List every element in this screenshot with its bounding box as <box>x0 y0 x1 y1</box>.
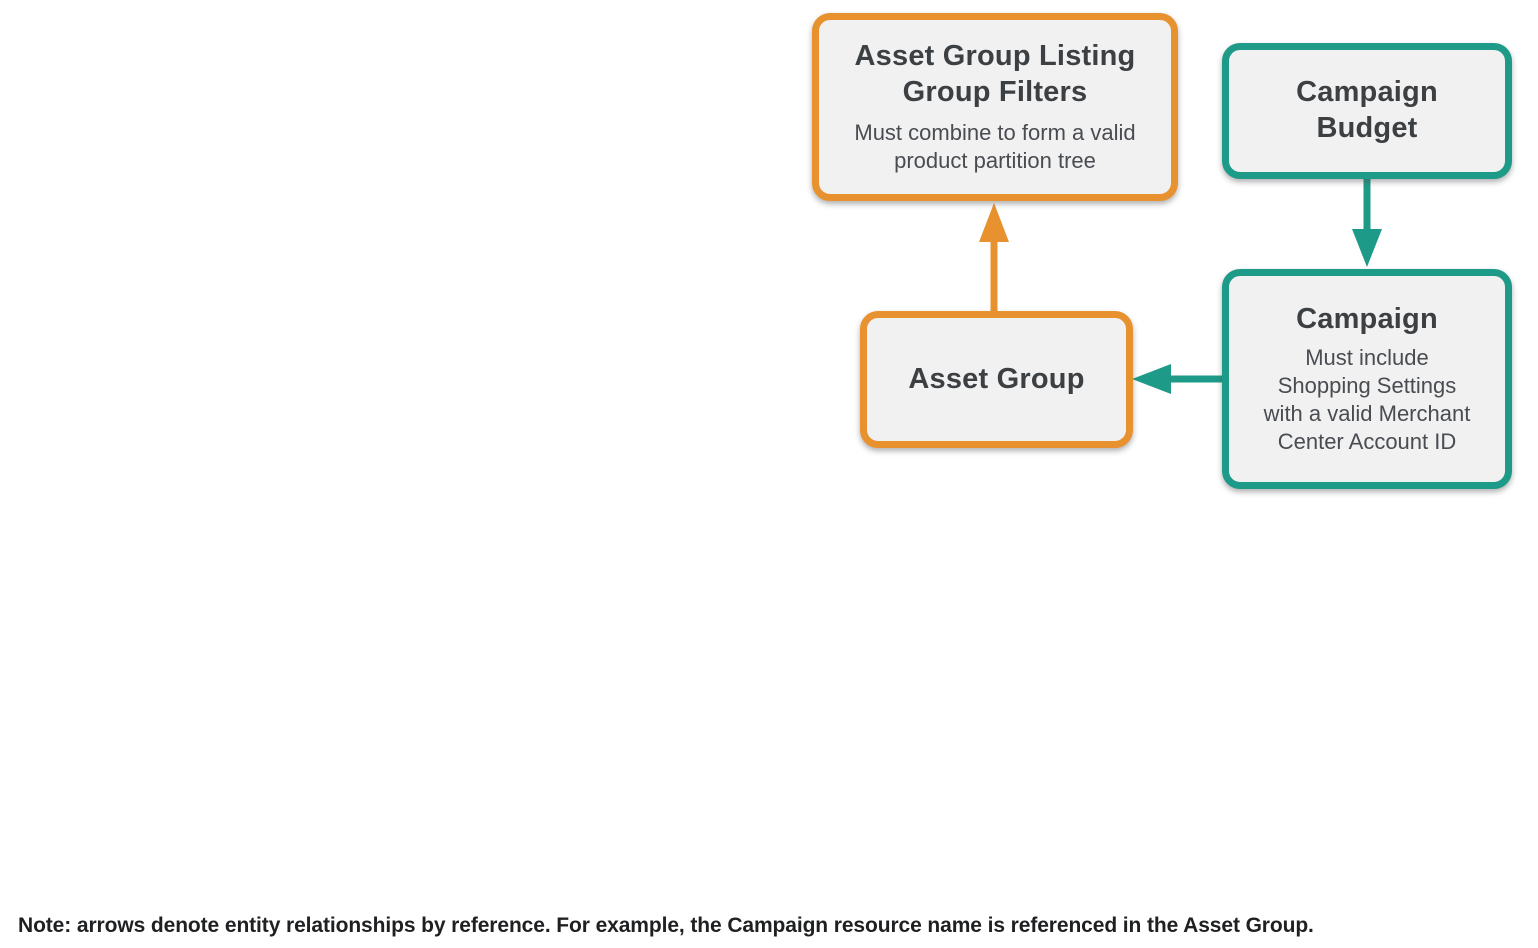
arrow-campaign-budget-to-campaign-icon <box>1352 177 1382 267</box>
node-title-asset-group: Asset Group <box>908 362 1085 395</box>
arrow-asset-group-to-listing-filters-icon <box>979 203 1009 313</box>
node-campaign: Campaign Must include Shopping Settings … <box>1222 269 1512 489</box>
node-subtitle-asset-group-listing-group-filters: Must combine to form a valid product par… <box>854 120 1136 173</box>
node-subtitle-campaign: Must include Shopping Settings with a va… <box>1263 345 1471 454</box>
node-title-campaign-budget: Campaign Budget <box>1296 76 1438 144</box>
node-title-campaign: Campaign <box>1296 303 1438 336</box>
node-asset-group: Asset Group <box>860 311 1133 448</box>
node-campaign-budget: Campaign Budget <box>1222 43 1512 179</box>
arrow-campaign-to-asset-group-icon <box>1132 364 1224 394</box>
footer-note: Note: arrows denote entity relationships… <box>18 914 1314 937</box>
node-asset-group-listing-group-filters: Asset Group Listing Group Filters Must c… <box>812 13 1178 201</box>
node-title-asset-group-listing-group-filters: Asset Group Listing Group Filters <box>854 40 1136 109</box>
